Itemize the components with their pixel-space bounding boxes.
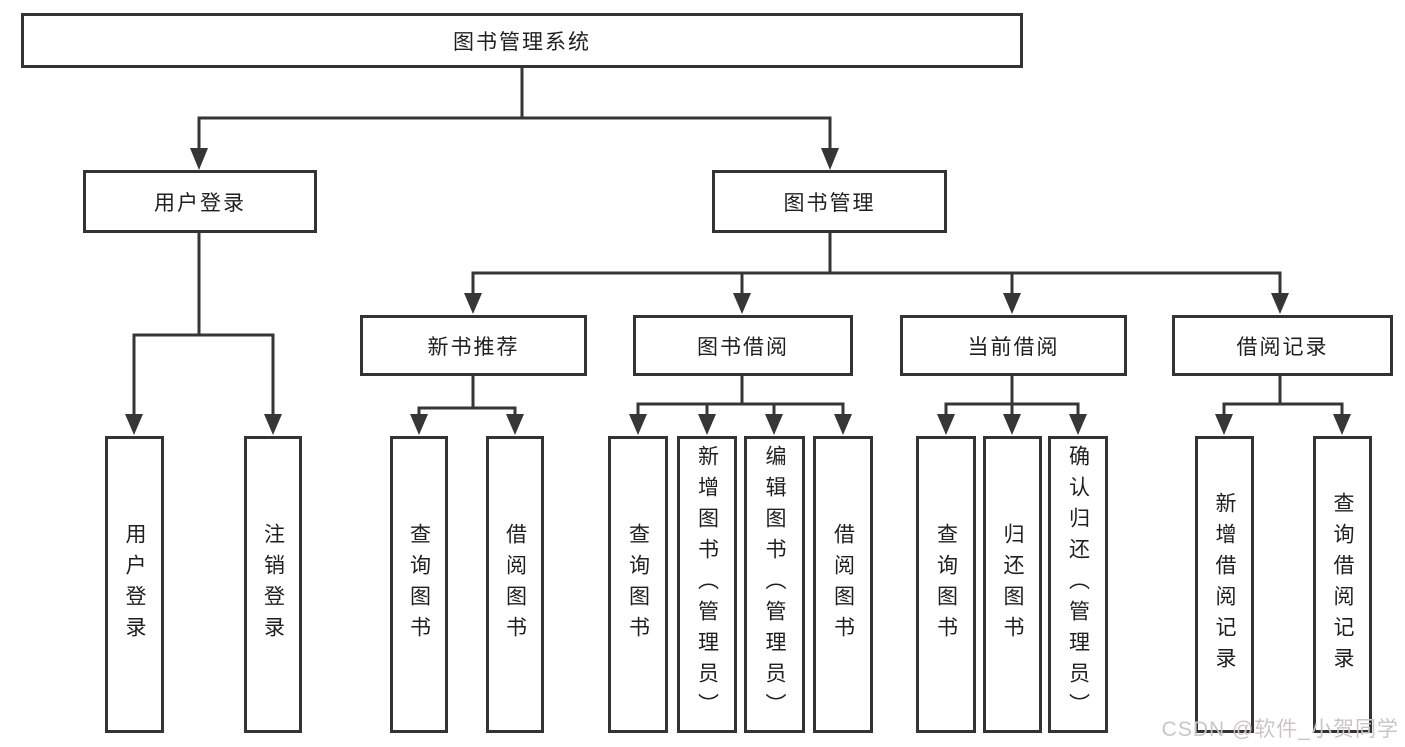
node-label: 新书推荐 [427,335,520,359]
node-label: 查询借阅记录 [1331,491,1354,678]
node-label: 图书管理 [783,191,876,215]
leaf-borrow-books-recommend: 借阅图书 [486,436,544,733]
node-label: 查询图书 [626,522,650,647]
node-label: 新增图书（管理员） [695,445,719,724]
leaf-user-login: 用户登录 [105,436,164,733]
node-label: 编辑图书（管理员） [763,445,786,724]
leaf-return-books: 归还图书 [983,436,1042,733]
node-label: 当前借阅 [967,335,1060,359]
node-label: 借阅图书 [831,522,855,647]
leaf-query-books-current: 查询图书 [916,436,976,733]
node-label: 查询图书 [407,522,431,647]
node-label: 借阅记录 [1236,335,1329,359]
node-label: 注销登录 [261,522,285,647]
node-label: 借阅图书 [503,522,527,647]
node-library-management-system: 图书管理系统 [21,13,1023,68]
node-current-borrowing: 当前借阅 [900,315,1127,376]
leaf-query-books-recommend: 查询图书 [390,436,448,733]
node-label: 新增借阅记录 [1213,491,1236,678]
leaf-confirm-return-admin: 确认归还（管理员） [1048,436,1108,733]
node-label: 查询图书 [934,522,958,647]
node-book-borrowing: 图书借阅 [633,315,853,376]
node-label: 图书管理系统 [453,30,591,54]
node-new-book-recommend: 新书推荐 [360,315,587,376]
node-label: 确认归还（管理员） [1066,445,1090,724]
node-user-login: 用户登录 [83,170,317,233]
leaf-add-borrow-record: 新增借阅记录 [1195,436,1254,733]
leaf-query-books-borrowing: 查询图书 [608,436,668,733]
leaf-borrow-books-borrowing: 借阅图书 [813,436,873,733]
leaf-query-borrow-record: 查询借阅记录 [1313,436,1372,733]
node-label: 图书借阅 [697,335,789,359]
node-book-management: 图书管理 [712,170,947,233]
csdn-watermark: CSDN @软件_小贺同学 [1161,718,1399,741]
leaf-edit-books-admin: 编辑图书（管理员） [744,436,805,733]
leaf-logout-login: 注销登录 [244,436,302,733]
leaf-add-books-admin: 新增图书（管理员） [677,436,737,733]
node-label: 归还图书 [1001,522,1024,647]
node-label: 用户登录 [154,191,246,215]
node-label: 用户登录 [123,522,146,647]
node-borrowing-records: 借阅记录 [1172,315,1393,376]
